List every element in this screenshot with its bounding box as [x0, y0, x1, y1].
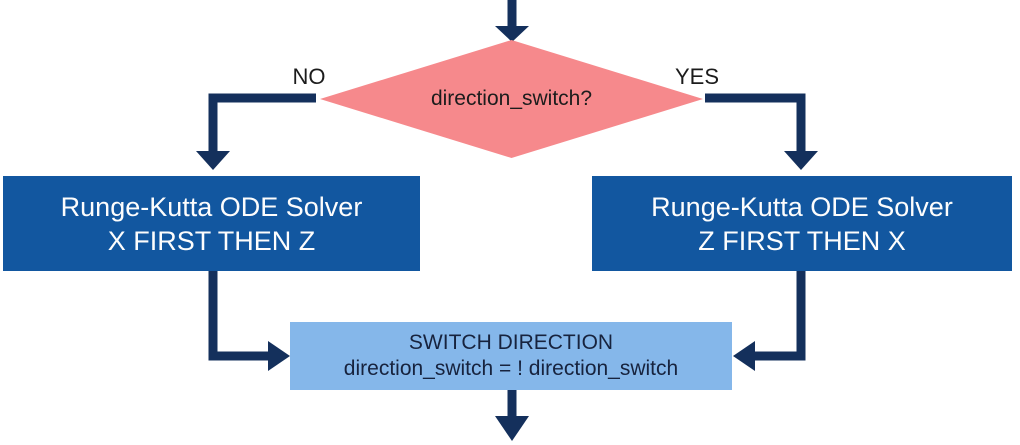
solver-box-z-first-line2: Z FIRST THEN X [698, 225, 906, 256]
switch-direction-line1: SWITCH DIRECTION [408, 331, 614, 354]
arrow-into-decision [495, 0, 529, 42]
switch-direction-box: SWITCH DIRECTION direction_switch = ! di… [290, 322, 732, 390]
decision-label: direction_switch? [430, 87, 593, 110]
branch-label-no: NO [292, 64, 326, 89]
arrow-right-to-switch [733, 270, 806, 371]
switch-direction-line2: direction_switch = ! direction_switch [343, 357, 679, 380]
arrow-out-of-switch [495, 389, 529, 441]
solver-box-x-first: Runge-Kutta ODE Solver X FIRST THEN Z [3, 176, 420, 271]
solver-box-z-first: Runge-Kutta ODE Solver Z FIRST THEN X [592, 176, 1012, 271]
solver-box-x-first-line1: Runge-Kutta ODE Solver [60, 191, 363, 222]
solver-box-z-first-line1: Runge-Kutta ODE Solver [651, 191, 953, 222]
arrow-branch-no [196, 93, 316, 170]
arrow-branch-yes [705, 93, 818, 170]
solver-box-x-first-line2: X FIRST THEN Z [107, 225, 316, 256]
branch-label-yes: YES [674, 64, 720, 89]
arrow-left-to-switch [208, 270, 290, 371]
